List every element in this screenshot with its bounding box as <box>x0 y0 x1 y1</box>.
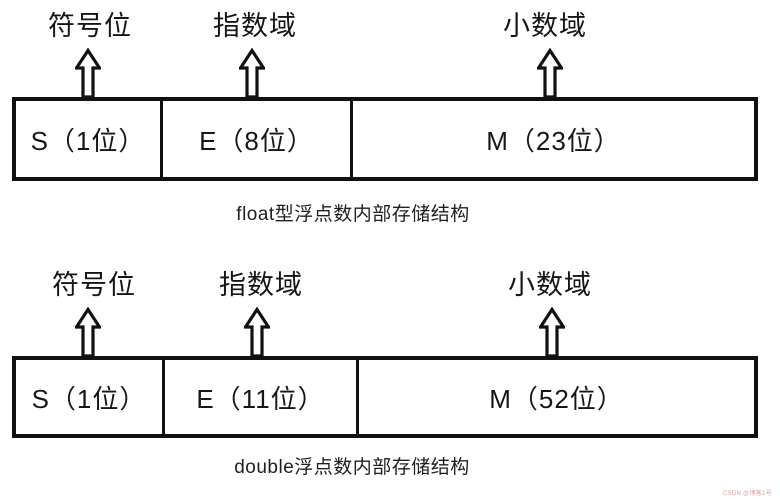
watermark: CSDN @博客1号 <box>722 491 772 497</box>
up-arrow-icon <box>75 48 101 98</box>
up-arrow-icon <box>539 307 565 357</box>
diagram-caption: double浮点数内部存储结构 <box>234 457 470 478</box>
field-label-exponent: 指数域 <box>213 11 297 41</box>
mantissa-cell: M（23位） <box>486 125 621 156</box>
sign-bit-cell: S（1位） <box>16 360 165 434</box>
diagram-caption: float型浮点数内部存储结构 <box>236 204 470 225</box>
up-arrow-icon <box>244 307 270 357</box>
exponent-cell: E（8位） <box>163 101 353 177</box>
field-label-fraction: 小数域 <box>508 270 592 300</box>
up-arrow-icon <box>75 307 101 357</box>
bit-layout-box: S（1位） E（8位） M（23位） <box>12 97 758 181</box>
bit-layout-box: S（1位） E（11位） M（52位） <box>12 356 758 438</box>
up-arrow-icon <box>537 48 563 98</box>
mantissa-cell: M（52位） <box>489 383 624 414</box>
field-label-sign: 符号位 <box>52 270 136 300</box>
field-label-fraction: 小数域 <box>503 11 587 41</box>
up-arrow-icon <box>239 48 265 98</box>
sign-bit-cell: S（1位） <box>16 101 163 177</box>
field-label-exponent: 指数域 <box>219 270 303 300</box>
exponent-cell: E（11位） <box>165 360 359 434</box>
field-label-sign: 符号位 <box>48 11 132 41</box>
